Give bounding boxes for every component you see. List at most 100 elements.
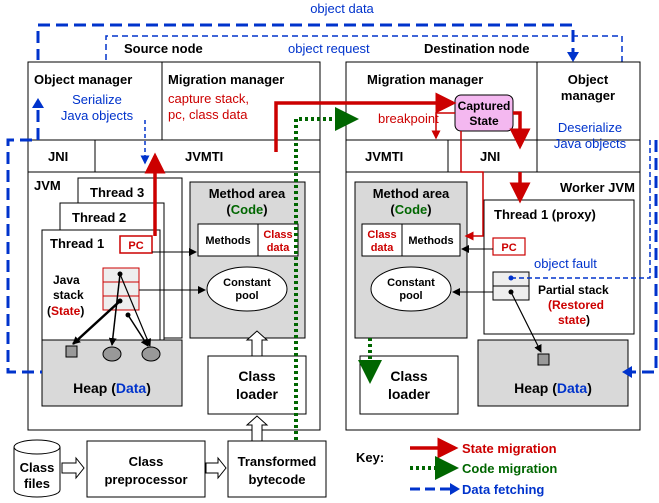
heap-dst-object xyxy=(537,353,550,366)
class-loader-dst-label-1: Class xyxy=(390,368,428,384)
object-data-label: object data xyxy=(310,1,374,16)
constant-pool-dst-label-2: pool xyxy=(399,290,422,302)
class-loader-dst-label-2: loader xyxy=(388,386,431,402)
transformed-bytecode-box xyxy=(227,440,327,498)
state-migration-main-arrow xyxy=(274,92,457,152)
class-preprocessor-label-2: preprocessor xyxy=(104,472,187,487)
class-data-src-label-2: data xyxy=(267,242,291,254)
java-stack-label-1: Java xyxy=(53,273,80,287)
code-src-text: (Code) xyxy=(226,202,267,217)
class-loader-src-box xyxy=(207,355,307,415)
state-captured-to-thread-arrow xyxy=(509,111,531,150)
capture-text-2: pc, class data xyxy=(168,107,248,122)
pc-src-box xyxy=(119,235,153,254)
jvm-label: JVM xyxy=(34,178,61,193)
deserialize-text-1: Deserialize xyxy=(558,120,622,135)
heap-dst-label: Heap (Data) xyxy=(514,380,592,396)
ref-arrow-1 xyxy=(72,300,121,345)
class-loader-src-label-2: loader xyxy=(236,386,279,402)
stack-frame-2 xyxy=(102,281,140,297)
pc-dst-label: PC xyxy=(501,242,516,254)
source-node-label: Source node xyxy=(124,41,203,56)
breakpoint-label: breakpoint xyxy=(378,111,439,126)
serialize-text-1: Serialize xyxy=(72,92,122,107)
constant-pool-src xyxy=(206,266,288,312)
heap-object-square xyxy=(65,345,78,358)
method-area-src xyxy=(189,181,306,339)
class-preprocessor-label-1: Class xyxy=(129,454,164,469)
method-area-src-label: Method area xyxy=(209,186,286,201)
ref-arrow-4 xyxy=(119,273,151,347)
thread1-proxy-box xyxy=(483,199,635,335)
destination-node-label: Destination node xyxy=(424,41,529,56)
migration-manager-src-label: Migration manager xyxy=(168,72,284,87)
class-files-label-1: Class xyxy=(20,460,55,475)
heap-object-2 xyxy=(141,346,161,362)
java-stack-label-2: stack xyxy=(53,288,84,302)
captured-state-label-2: State xyxy=(469,114,499,128)
thread1-proxy-label: Thread 1 (proxy) xyxy=(494,207,596,222)
pc-dst-box xyxy=(492,237,526,256)
object-request-label: object request xyxy=(288,41,370,56)
serialize-text-2: Java objects xyxy=(61,108,134,123)
preprocessor-to-bytecode-arrow xyxy=(205,456,227,480)
key-data-arrowhead xyxy=(450,483,460,495)
code-migration-line xyxy=(294,107,359,446)
code-dst-text: (Code) xyxy=(390,202,431,217)
data-fetch-right-line xyxy=(628,140,658,374)
data-fetch-right-arrowhead xyxy=(622,366,632,378)
key-label: Key: xyxy=(356,450,384,465)
object-manager-src-label: Object manager xyxy=(34,72,132,87)
jni-src-label: JNI xyxy=(48,149,68,164)
class-data-src-label-1: Class xyxy=(263,229,292,241)
object-manager-dst-label-2: manager xyxy=(561,88,615,103)
class-files-cylinder xyxy=(13,447,61,498)
object-data-line xyxy=(36,23,575,60)
class-files-cylinder-top xyxy=(13,439,61,455)
partial-stack-label: Partial stack xyxy=(538,283,609,297)
capture-text-1: capture stack, xyxy=(168,91,249,106)
class-data-dst-label-2: data xyxy=(371,242,395,254)
jvmti-src-label: JVMTI xyxy=(185,149,223,164)
object-data-arrowhead xyxy=(567,52,579,62)
pc-src-label: PC xyxy=(128,240,143,252)
methods-src-box xyxy=(197,223,259,257)
thread1-label: Thread 1 xyxy=(50,236,104,251)
method-area-dst xyxy=(354,181,468,339)
captured-to-methods-line xyxy=(460,131,484,241)
methods-dst-label: Methods xyxy=(408,235,453,247)
class-files-label-2: files xyxy=(24,476,50,491)
class-loader-src-label-1: Class xyxy=(238,368,276,384)
java-stack-state: (State) xyxy=(47,304,84,318)
class-loader-dst-box xyxy=(359,355,459,415)
class-preprocessor-box xyxy=(86,440,206,498)
ref-arrow-2 xyxy=(108,273,121,346)
loader-to-method-area-arrow xyxy=(245,330,269,357)
captured-state-label-1: Captured xyxy=(458,99,511,113)
worker-jvm-label: Worker JVM xyxy=(560,180,635,195)
class-data-dst-box xyxy=(361,223,403,257)
heap-object-1 xyxy=(102,346,122,362)
methods-dst-box xyxy=(401,223,461,257)
heap-dst-box xyxy=(477,339,629,407)
methods-src-label: Methods xyxy=(205,235,250,247)
jvmti-dst-label: JVMTI xyxy=(365,149,403,164)
heap-src-label: Heap (Data) xyxy=(73,380,151,396)
constant-pool-src-label-1: Constant xyxy=(223,277,271,289)
restored-label-2: state) xyxy=(558,313,590,327)
bytecode-to-loader-arrow xyxy=(245,415,269,442)
method-area-dst-label: Method area xyxy=(373,186,450,201)
data-fetch-left-line xyxy=(6,110,42,374)
transformed-bytecode-label-1: Transformed xyxy=(238,454,317,469)
thread2-label: Thread 2 xyxy=(72,210,126,225)
class-data-dst-label-1: Class xyxy=(367,229,396,241)
deserialize-text-2: Java objects xyxy=(554,136,627,151)
key-data-label: Data fetching xyxy=(462,482,544,497)
transformed-bytecode-label-2: bytecode xyxy=(248,472,305,487)
restored-label-1: (Restored xyxy=(548,298,604,312)
constant-pool-dst xyxy=(370,266,452,312)
object-fault-label: object fault xyxy=(534,256,597,271)
partial-stack-to-heap-arrow xyxy=(510,291,542,353)
thread3-label: Thread 3 xyxy=(90,185,144,200)
